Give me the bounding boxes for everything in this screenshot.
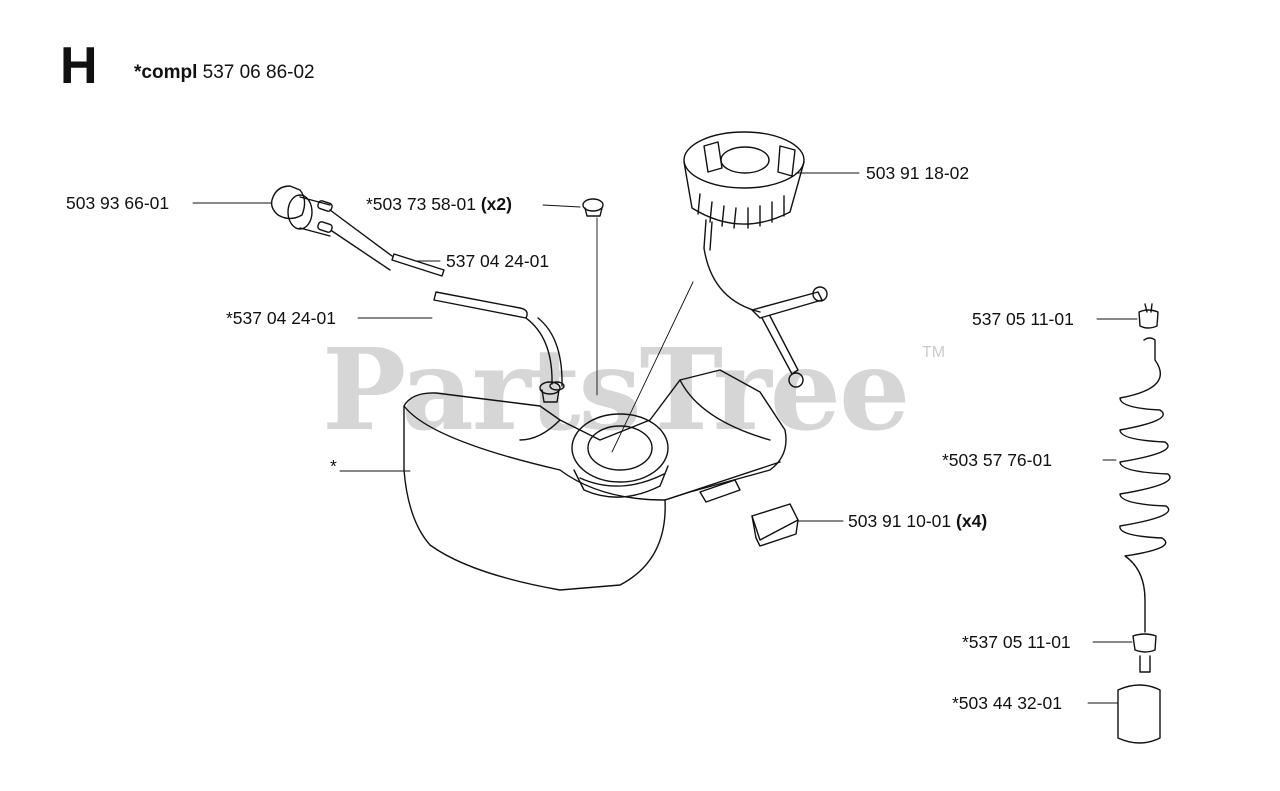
rubber-mount [699,479,799,547]
callout-text: *537 04 24-01 [226,308,336,328]
leader-lines [192,172,1138,704]
complete-assembly-number: *compl 537 06 86-02 [134,62,315,84]
callout-hose-upper: 537 04 24-01 [446,251,550,271]
callout-hose-lower: *537 04 24-01 [226,308,336,328]
callout-text: 537 04 24-01 [446,251,550,271]
watermark-text: PartsTree [322,325,910,456]
callout-grommet-top: *503 73 58-01 (x2) [366,194,512,214]
callout-fuel-filter: *503 44 32-01 [952,693,1062,713]
callout-fuel-cap: 503 91 18-02 [866,163,970,183]
callout-text: 503 93 66-01 [66,193,170,213]
callout-text: *537 05 11-01 [962,632,1071,652]
watermark-tm: TM [922,344,946,361]
callout-text: *503 73 58-01 [366,194,476,214]
callout-fitting-bottom: *537 05 11-01 [962,632,1071,652]
callout-fuel-line-coil: *503 57 76-01 [942,450,1052,470]
grommets [539,198,604,403]
callout-text: 503 91 18-02 [866,163,970,183]
callout-primer-bulb: 503 93 66-01 [66,193,170,213]
callout-rubber-mount: 503 91 10-01 (x4) [848,511,988,531]
fuel-cap [683,131,828,388]
section-letter: H [60,37,98,95]
primer-bulb [270,185,393,271]
compl-number: 537 06 86-02 [202,62,315,83]
callout-text: 503 91 10-01 [848,511,952,531]
fuel-hoses [391,253,565,391]
callout-tank: * [330,456,337,476]
callout-qty: (x4) [956,511,988,531]
callout-text: *503 44 32-01 [952,693,1062,713]
callout-fitting-top: 537 05 11-01 [972,309,1074,329]
compl-prefix: *compl [134,62,198,83]
fuel-line-assembly [1117,303,1171,744]
callout-text: * [330,456,337,476]
callout-text: 537 05 11-01 [972,309,1074,329]
callout-qty: (x2) [480,194,512,214]
fuel-tank [403,369,787,591]
callout-text: *503 57 76-01 [942,450,1052,470]
